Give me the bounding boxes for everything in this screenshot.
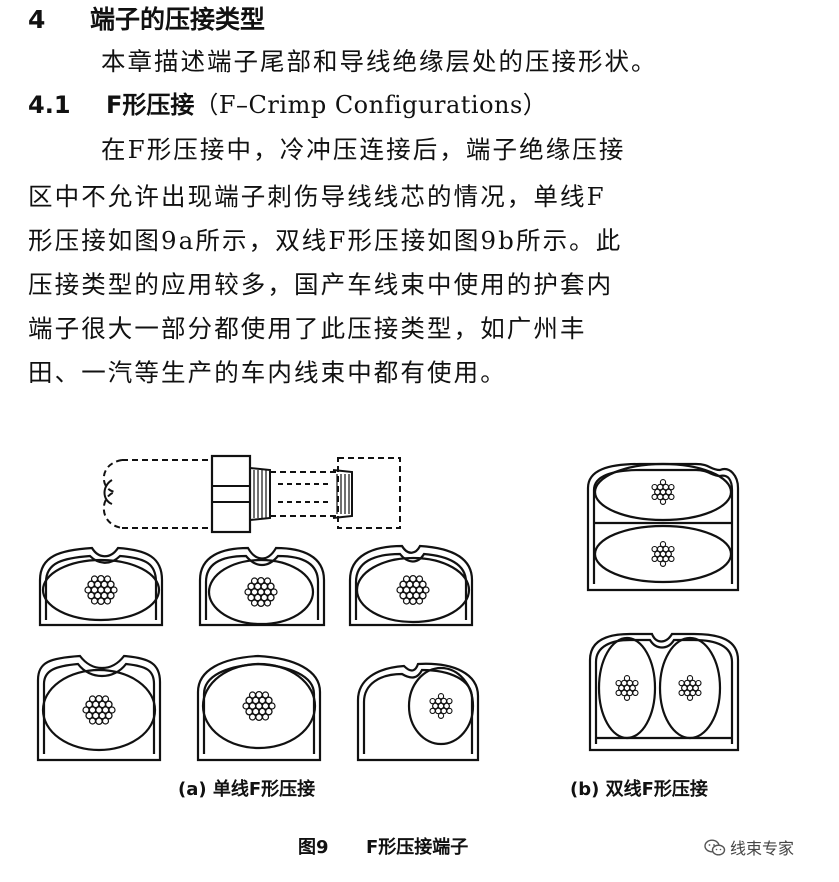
figure-title: 图9 F形压接端子 xyxy=(298,833,468,859)
subsection-number: 4.1 xyxy=(28,91,71,119)
single-crimp-1 xyxy=(38,546,164,627)
paragraph-line: 端子很大一部分都使用了此压接类型，如广州丰 xyxy=(28,314,587,343)
subsection-title: F形压接 xyxy=(106,91,195,119)
caption-b: (b) 双线F形压接 xyxy=(570,779,708,800)
single-crimp-3 xyxy=(348,544,474,627)
figure-9: (a) 单线F形压接 (b) 双线F形压接 图9 F形压接端子 xyxy=(0,430,839,870)
section-title: 端子的压接类型 xyxy=(90,5,266,34)
single-crimp-2 xyxy=(198,546,326,627)
section-number: 4 xyxy=(28,5,46,34)
double-crimp-side-by-side xyxy=(588,632,740,752)
wechat-icon xyxy=(704,839,726,856)
paragraph-line: 形压接如图9a所示，双线F形压接如图9b所示。此 xyxy=(28,226,623,255)
double-crimp-stacked xyxy=(586,462,740,592)
terminal-side-view xyxy=(102,454,401,534)
paragraph-line: 在F形压接中，冷冲压连接后，端子绝缘压接 xyxy=(101,135,626,164)
section-heading: 4 端子的压接类型 xyxy=(28,0,265,36)
crimp-diagram xyxy=(36,454,740,762)
figure-number: 图9 xyxy=(298,837,329,858)
paragraph-line: 田、一汽等生产的车内线束中都有使用。 xyxy=(28,358,507,387)
watermark: 线束专家 xyxy=(704,835,794,859)
watermark-text: 线束专家 xyxy=(730,839,795,858)
paragraph-line: 压接类型的应用较多，国产车线束中使用的护套内 xyxy=(28,270,614,299)
subsection-heading: 4.1 F形压接（F–Crimp Configurations） xyxy=(28,85,547,120)
figure-title-text: F形压接端子 xyxy=(366,837,469,858)
single-crimp-5 xyxy=(196,654,322,762)
subsection-subtitle: （F–Crimp Configurations） xyxy=(194,91,548,119)
section-intro: 本章描述端子尾部和导线绝缘层处的压接形状。 xyxy=(101,47,658,76)
caption-a: (a) 单线F形压接 xyxy=(178,779,316,800)
paragraph-line: 区中不允许出现端子刺伤导线线芯的情况，单线F xyxy=(28,182,606,211)
single-crimp-6 xyxy=(356,662,480,762)
single-crimp-4 xyxy=(36,654,162,762)
